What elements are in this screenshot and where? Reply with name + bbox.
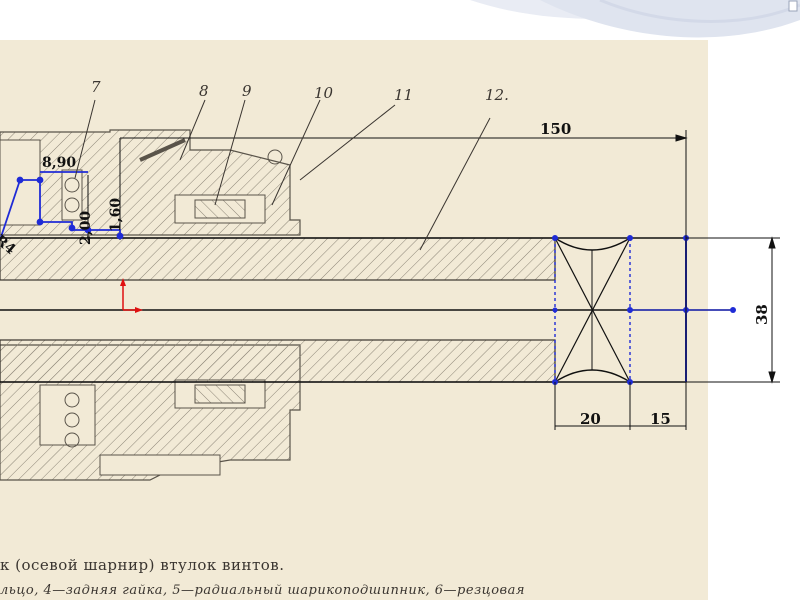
callout-7: 7 bbox=[91, 78, 101, 96]
shaft bbox=[0, 235, 736, 385]
dimension-lines bbox=[87, 130, 780, 430]
dimension-150: 150 bbox=[540, 120, 572, 138]
dimension-38: 38 bbox=[753, 304, 771, 325]
callout-12: 12. bbox=[485, 86, 509, 104]
figure-caption-line-2: льцо, 4—задняя гайка, 5—радиальный шарик… bbox=[0, 583, 525, 598]
housing-upper bbox=[0, 129, 301, 236]
dimension-15: 15 bbox=[650, 410, 671, 428]
callout-10: 10 bbox=[314, 84, 334, 102]
callout-8: 8 bbox=[199, 82, 209, 100]
dimension-20: 20 bbox=[580, 410, 601, 428]
callout-9: 9 bbox=[242, 82, 252, 100]
dimension-2-00: 2,00 bbox=[78, 210, 94, 245]
origin-axes-icon bbox=[120, 278, 143, 313]
callout-leaders bbox=[74, 99, 491, 251]
blue-sketch bbox=[0, 171, 124, 241]
callout-11: 11 bbox=[394, 86, 414, 104]
figure-caption-line-1: к (осевой шарнир) втулок винтов. bbox=[0, 556, 285, 574]
dimension-1-60: 1,60 bbox=[108, 197, 124, 232]
corner-page-icon bbox=[788, 0, 798, 12]
dimension-8-90: 8,90 bbox=[42, 155, 77, 171]
